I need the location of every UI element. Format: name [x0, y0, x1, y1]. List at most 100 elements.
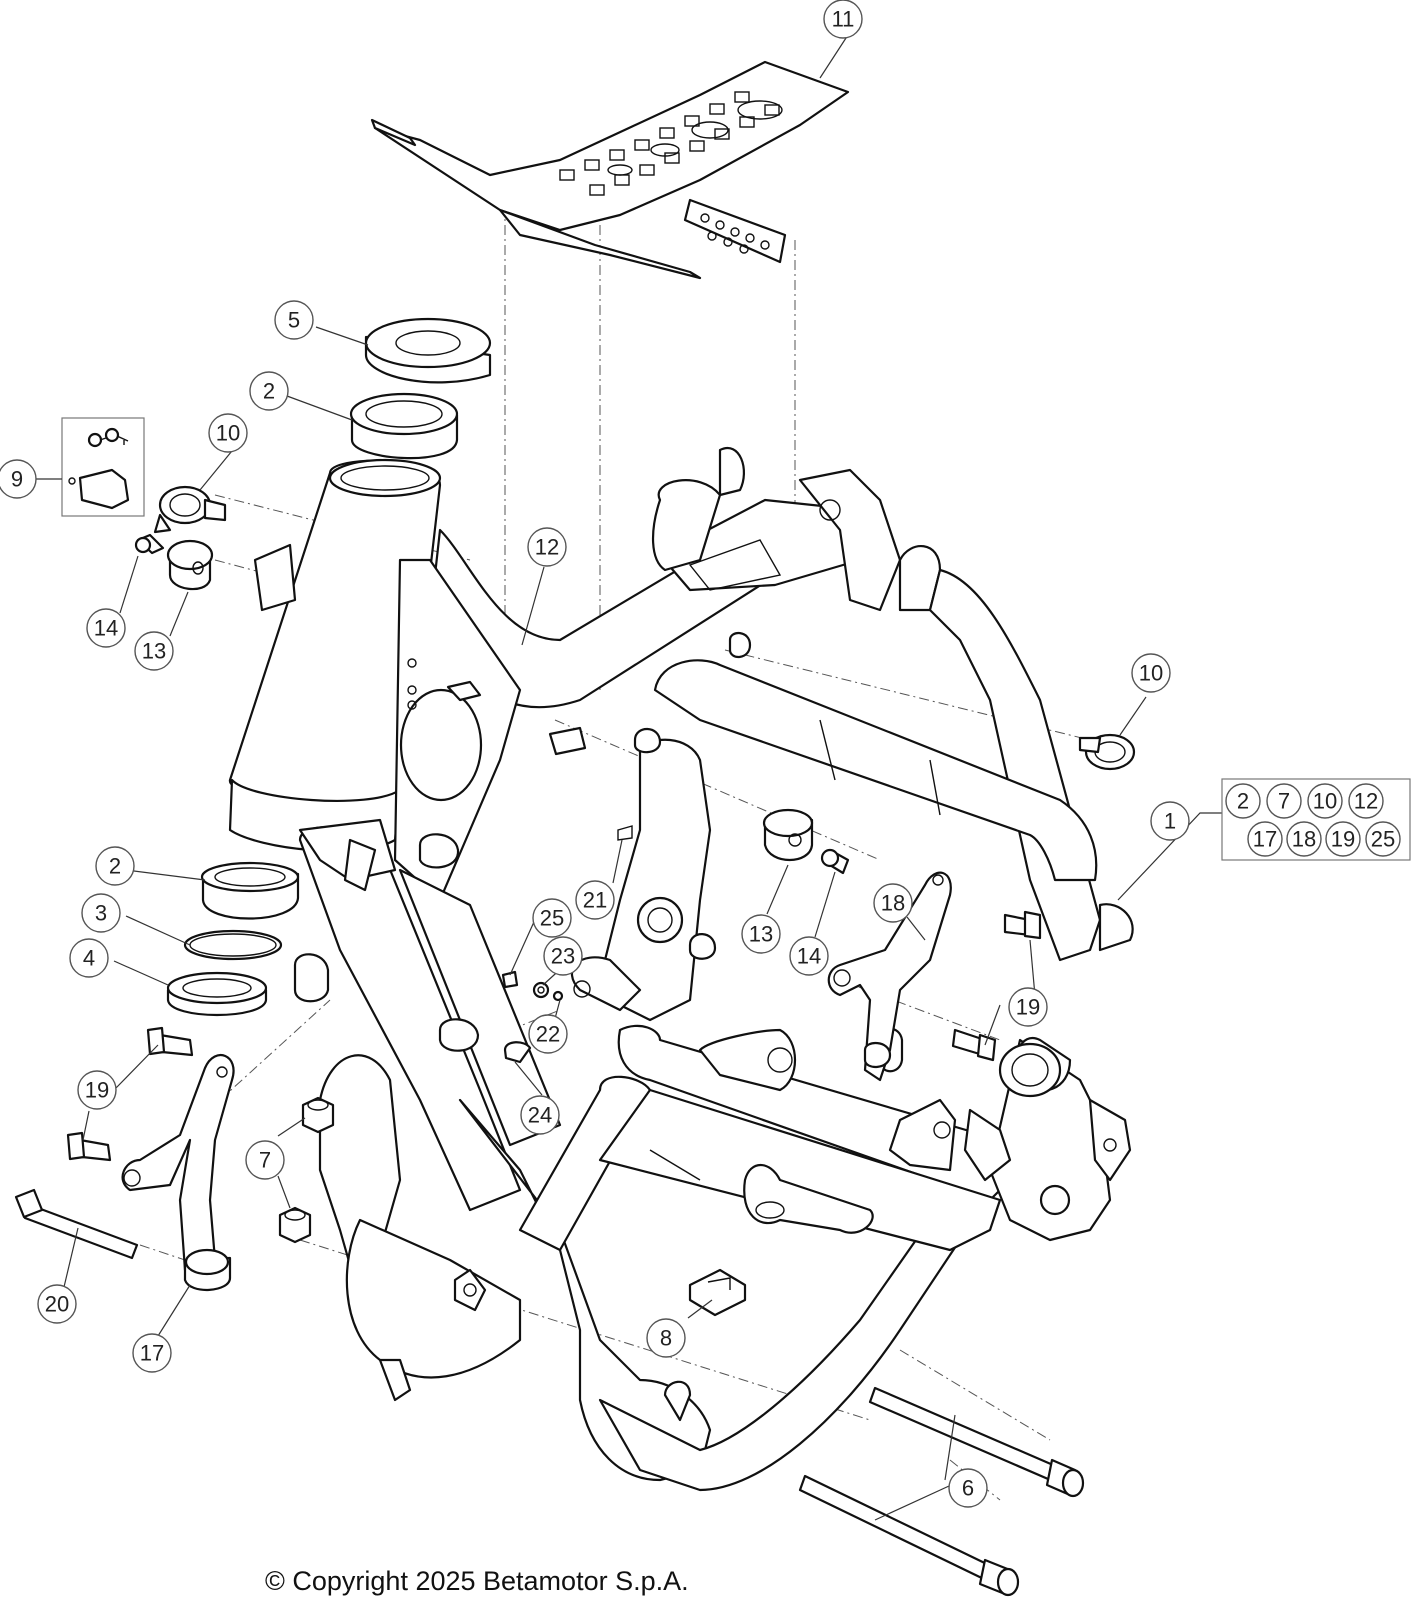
- spacer-left-part-13: [166, 539, 214, 591]
- svg-text:17: 17: [140, 1341, 164, 1366]
- svg-text:18: 18: [881, 891, 905, 916]
- callout-6[interactable]: 6: [948, 1468, 988, 1508]
- cable-clamp-left-part-10: [153, 485, 227, 534]
- svg-text:3: 3: [95, 901, 107, 926]
- svg-text:11: 11: [832, 7, 855, 32]
- svg-text:19: 19: [1016, 995, 1040, 1020]
- engine-mount-left-part-17: [121, 1054, 235, 1292]
- callout-24[interactable]: 24: [520, 1095, 560, 1135]
- svg-text:7: 7: [1278, 789, 1290, 814]
- callout-20[interactable]: 20: [37, 1284, 77, 1324]
- callout-1[interactable]: 1: [1150, 801, 1190, 841]
- cable-clamp-right-part-10: [1078, 733, 1136, 771]
- svg-text:20: 20: [45, 1292, 69, 1317]
- svg-text:7: 7: [259, 1148, 271, 1173]
- svg-text:2: 2: [263, 379, 275, 404]
- svg-text:19: 19: [85, 1078, 109, 1103]
- lower-bearing-part-2: [200, 861, 300, 920]
- svg-text:2: 2: [1237, 789, 1249, 814]
- svg-text:5: 5: [288, 308, 300, 333]
- callout-13-right[interactable]: 13: [741, 914, 781, 954]
- nuts-part-7: [278, 953, 335, 1244]
- motorcycle-frame-part-1: [228, 446, 1134, 1492]
- engine-mount-right-part-18: [827, 871, 952, 1082]
- kit-item-2: 2: [1225, 783, 1261, 819]
- dust-cover-part-5: [364, 317, 492, 384]
- callout-7[interactable]: 7: [245, 1140, 285, 1180]
- callout-13-left[interactable]: 13: [134, 631, 174, 671]
- svg-text:25: 25: [1371, 827, 1395, 852]
- bracket-part-12: [446, 680, 587, 756]
- svg-text:9: 9: [11, 467, 23, 492]
- callout-21[interactable]: 21: [575, 880, 615, 920]
- callout-10-right[interactable]: 10: [1131, 653, 1171, 693]
- callout-2-lower[interactable]: 2: [95, 846, 135, 886]
- spacer-right-part-13: [762, 808, 814, 861]
- svg-text:10: 10: [1313, 789, 1337, 814]
- svg-text:6: 6: [962, 1476, 974, 1501]
- callout-23[interactable]: 23: [543, 936, 583, 976]
- svg-text:25: 25: [540, 906, 564, 931]
- svg-text:23: 23: [551, 944, 575, 969]
- callout-3[interactable]: 3: [81, 893, 121, 933]
- callout-22[interactable]: 22: [528, 1014, 568, 1054]
- bolt-right-part-14: [820, 848, 850, 875]
- upper-bearing-part-2: [349, 392, 459, 460]
- kit-item-18: 18: [1286, 821, 1322, 857]
- callout-10-left[interactable]: 10: [208, 413, 248, 453]
- svg-text:10: 10: [216, 421, 240, 446]
- svg-text:18: 18: [1292, 827, 1316, 852]
- callout-4[interactable]: 4: [69, 938, 109, 978]
- svg-text:14: 14: [797, 944, 821, 969]
- svg-text:4: 4: [83, 946, 95, 971]
- callouts: 1 2 2 3 4 5 6 7 8 9 10 10 11 12 13 13 14…: [0, 0, 1190, 1508]
- kit-contents-box: 2 7 10 12 17 18 19 25: [1221, 778, 1411, 861]
- kit-item-17: 17: [1247, 821, 1283, 857]
- callout-19-left-upper[interactable]: 19: [77, 1070, 117, 1110]
- svg-text:2: 2: [109, 854, 121, 879]
- callout-12[interactable]: 12: [527, 527, 567, 567]
- svg-text:19: 19: [1331, 827, 1355, 852]
- svg-text:13: 13: [142, 639, 166, 664]
- lock-kit-part-9: [61, 417, 145, 517]
- svg-text:10: 10: [1139, 661, 1163, 686]
- callout-8[interactable]: 8: [646, 1318, 686, 1358]
- kit-item-19: 19: [1325, 821, 1361, 857]
- skid-plate-part-11: [370, 60, 850, 280]
- svg-text:22: 22: [536, 1022, 560, 1047]
- svg-text:17: 17: [1253, 827, 1277, 852]
- svg-text:12: 12: [535, 535, 559, 560]
- callout-19-right[interactable]: 19: [1008, 987, 1048, 1027]
- callout-17[interactable]: 17: [132, 1333, 172, 1373]
- callout-25[interactable]: 25: [532, 898, 572, 938]
- kit-item-25: 25: [1365, 821, 1401, 857]
- kit-item-10: 10: [1307, 783, 1343, 819]
- long-bolts-part-6: [798, 1386, 1085, 1597]
- callout-18[interactable]: 18: [873, 883, 913, 923]
- bolt-left-part-14: [134, 533, 165, 555]
- svg-text:21: 21: [583, 888, 607, 913]
- callout-14-left[interactable]: 14: [86, 608, 126, 648]
- o-ring-part-3: [183, 929, 283, 961]
- callout-2-upper[interactable]: 2: [249, 371, 289, 411]
- svg-text:12: 12: [1354, 789, 1378, 814]
- bolts-left-part-19: [66, 1026, 194, 1162]
- long-bolt-part-20: [14, 1188, 139, 1260]
- copyright-text: © Copyright 2025 Betamotor S.p.A.: [265, 1566, 689, 1596]
- bolts-right-part-19: [951, 910, 1042, 1062]
- kit-item-7: 7: [1266, 783, 1302, 819]
- callout-11[interactable]: 11: [823, 0, 863, 39]
- callout-9[interactable]: 9: [0, 459, 37, 499]
- svg-text:24: 24: [528, 1103, 552, 1128]
- svg-text:1: 1: [1164, 809, 1176, 834]
- callout-5[interactable]: 5: [274, 300, 314, 340]
- nut-plate-part-8: [688, 1268, 747, 1317]
- svg-text:13: 13: [749, 922, 773, 947]
- callout-14-right[interactable]: 14: [789, 936, 829, 976]
- leader-lines: [36, 37, 1226, 1521]
- svg-text:14: 14: [94, 616, 118, 641]
- kit-item-12: 12: [1348, 783, 1384, 819]
- svg-text:8: 8: [660, 1326, 672, 1351]
- seal-part-4: [166, 971, 268, 1017]
